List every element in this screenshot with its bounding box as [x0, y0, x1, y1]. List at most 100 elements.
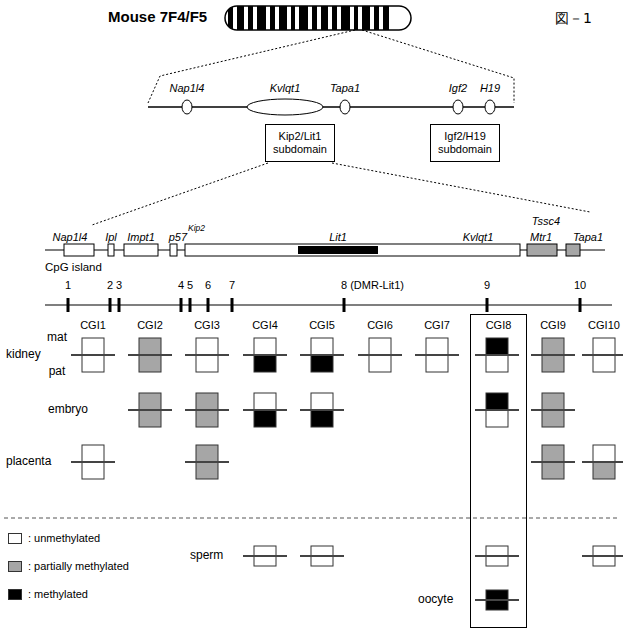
- methylation-cell: [531, 393, 575, 427]
- callout-number: 8 (DMR-Lit1): [341, 279, 404, 292]
- zoom-line: [92, 163, 268, 225]
- cpg-tick: [231, 298, 234, 312]
- chromosome-band: [354, 6, 358, 30]
- gene-label: Impt1: [127, 231, 155, 244]
- gene-marker: [453, 100, 463, 114]
- gene-label: p57: [169, 231, 187, 244]
- methylation-cell: [582, 546, 623, 566]
- methylation-cell: [185, 338, 229, 372]
- subdomain-box: Igf2/H19 subdomain: [430, 124, 500, 162]
- gene-label: Kvlqt1: [463, 231, 494, 244]
- gene-label: Tssc4: [532, 215, 560, 228]
- chromosome-band: [248, 6, 253, 30]
- chromosome-band: [321, 6, 328, 30]
- column-header: CGI10: [588, 319, 620, 332]
- callout-number: 10: [574, 279, 586, 292]
- methylation-cell: [475, 393, 519, 427]
- gene-box: [108, 244, 114, 256]
- cpg-tick: [67, 298, 70, 312]
- callout-number: 6: [205, 279, 211, 292]
- methylation-cell: [243, 393, 287, 427]
- legend-item: : methylated: [8, 586, 88, 602]
- chromosome-band: [341, 6, 350, 30]
- callout-number: 1: [65, 279, 71, 292]
- column-header: CGI6: [367, 319, 393, 332]
- callout-number: 9: [484, 279, 490, 292]
- methylation-cell: [475, 546, 519, 566]
- node-text: Igf2/H19 subdomain: [438, 130, 492, 156]
- gene-superscript: Kip2: [188, 224, 205, 234]
- cpg-tick: [207, 298, 210, 312]
- chromosome-band: [312, 6, 317, 30]
- methylation-cell: [71, 338, 115, 372]
- column-header: CGI1: [80, 319, 106, 332]
- row-label: oocyte: [418, 593, 453, 607]
- methylation-cell: [582, 338, 623, 372]
- gene-marker: [485, 100, 495, 114]
- gene-label: Igf2: [449, 82, 467, 95]
- chromosome-band: [257, 6, 266, 30]
- node-text: CGI8: [471, 319, 526, 332]
- cpg-tick: [180, 298, 183, 312]
- methylation-cell: [185, 445, 229, 479]
- gene-box: [124, 244, 158, 256]
- legend-item: : unmethylated: [8, 530, 100, 546]
- methylation-cell: [531, 338, 575, 372]
- legend-swatch: [8, 561, 22, 572]
- chromosome-ideogram: [225, 6, 411, 30]
- chromosome-band: [279, 6, 287, 30]
- methylation-cell: [475, 338, 519, 372]
- row-label: sperm: [190, 549, 223, 563]
- cpg-tick: [118, 298, 121, 312]
- methylation-cell: [128, 393, 172, 427]
- subdomain-box: Kip2/Lit1 subdomain: [265, 124, 335, 162]
- gene-label: Lit1: [329, 231, 347, 244]
- gene-box: [566, 244, 580, 256]
- methylation-cell: [475, 590, 519, 610]
- methylation-cell: [300, 546, 344, 566]
- cpg-tick: [189, 298, 192, 312]
- callout-number: 5: [187, 279, 193, 292]
- gene-marker: [182, 100, 192, 114]
- callout-number: 2: [107, 279, 113, 292]
- row-label: placenta: [6, 455, 51, 469]
- chromosome-body: [225, 6, 411, 30]
- strand-label: mat: [47, 331, 67, 345]
- methylation-cell: [300, 393, 344, 427]
- cpg-tick: [343, 298, 346, 312]
- figure-number: 図－1: [555, 10, 592, 26]
- lit1-bar: [298, 246, 378, 254]
- chromosome-band: [237, 6, 244, 30]
- gene-label: Kvlqt1: [270, 82, 301, 95]
- methylation-cell: [358, 338, 402, 372]
- column-header: CGI3: [194, 319, 220, 332]
- legend-text: : unmethylated: [28, 532, 100, 544]
- gene-label: Tapa1: [573, 231, 603, 244]
- row-label: kidney: [6, 348, 41, 362]
- chromosome-band: [374, 6, 379, 30]
- methylation-cell: [582, 445, 623, 479]
- chromosome-band: [299, 6, 308, 30]
- cpg-tick: [109, 298, 112, 312]
- row-label: embryo: [48, 403, 88, 417]
- methylation-cell: [243, 338, 287, 372]
- gene-label: Ipl: [105, 231, 117, 244]
- zoom-line: [332, 163, 590, 212]
- column-header: CGI5: [309, 319, 335, 332]
- chromosome-band: [270, 6, 275, 30]
- column-header: CGI4: [252, 319, 278, 332]
- axis-label: CpG island: [45, 261, 102, 274]
- callout-number: 3: [116, 279, 122, 292]
- cpg-line: [45, 304, 612, 305]
- methylation-cell: [300, 338, 344, 372]
- gene-marker: [247, 99, 323, 115]
- column-header: CGI7: [424, 319, 450, 332]
- gene-box: [170, 244, 177, 256]
- legend-item: : partially methylated: [8, 558, 129, 574]
- gene-label: Nap1l4: [170, 82, 205, 95]
- legend-swatch: [8, 589, 22, 600]
- chromosome-band: [362, 6, 370, 30]
- column-header: CGI9: [540, 319, 566, 332]
- callout-number: 7: [229, 279, 235, 292]
- legend-text: : partially methylated: [28, 560, 129, 572]
